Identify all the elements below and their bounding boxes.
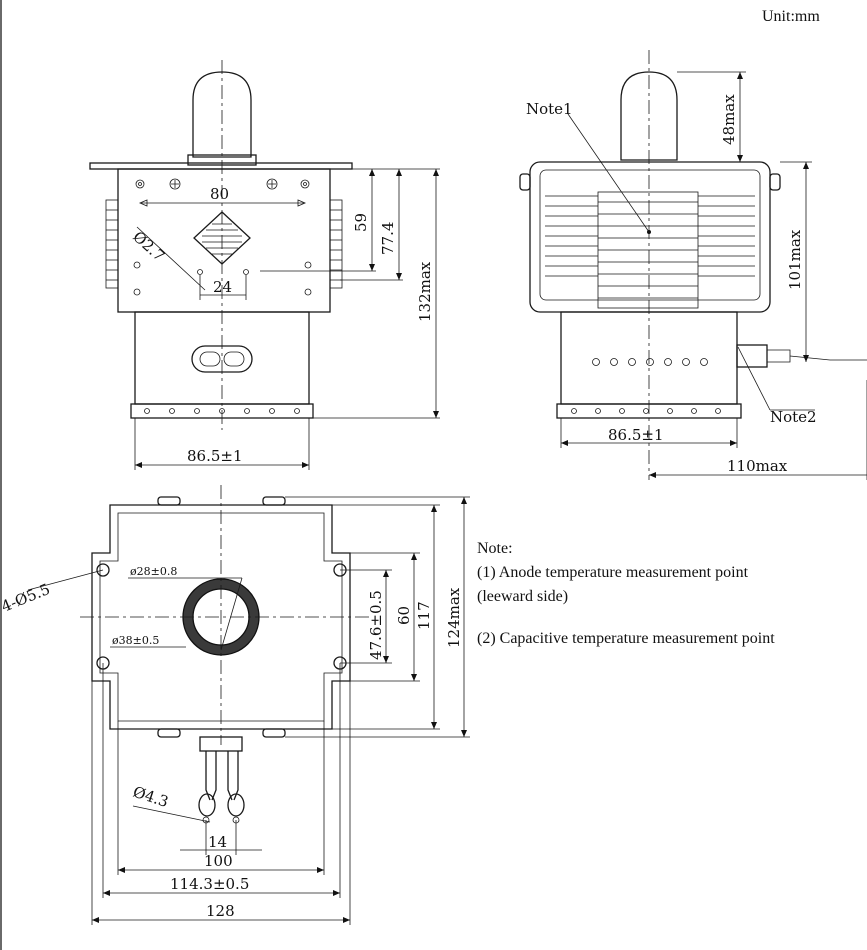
dim-4-phi-5-5: 4-Ø5.5 bbox=[0, 580, 53, 616]
dim-14: 14 bbox=[208, 833, 227, 851]
top-right-view: Note1 Note2 48max 101max 86.5±1 110max bbox=[519, 50, 867, 480]
fin-housing bbox=[529, 161, 771, 313]
dim-100: 100 bbox=[204, 852, 233, 870]
note-line-2: (leeward side) bbox=[477, 588, 568, 605]
dim-77-4: 77.4 bbox=[379, 222, 397, 255]
dim-48max: 48max bbox=[720, 94, 738, 145]
dim-128: 128 bbox=[206, 902, 235, 920]
dim-101max: 101max bbox=[786, 229, 804, 290]
terminal-block bbox=[199, 736, 243, 752]
note-line-1: (1) Anode temperature measurement point bbox=[477, 564, 749, 581]
dim-132max: 132max bbox=[416, 261, 434, 322]
top-flange bbox=[89, 162, 353, 170]
dim-110max: 110max bbox=[727, 457, 788, 475]
left-fins bbox=[105, 199, 119, 289]
dim-80: 80 bbox=[210, 185, 229, 203]
note2-label: Note2 bbox=[770, 408, 817, 426]
right-fins bbox=[329, 199, 343, 289]
dim-114-3: 114.3±0.5 bbox=[170, 875, 249, 893]
dim-86-5-left: 86.5±1 bbox=[187, 447, 243, 465]
bottom-view: 4-Ø5.5 ø28±0.8 ø38±0.5 47.6±0.5 60 117 1… bbox=[0, 485, 470, 925]
top-left-view: 80 Ø2.7 24 59 77.4 132max 86.5±1 bbox=[89, 60, 440, 470]
note1-label: Note1 bbox=[526, 100, 573, 118]
notes-block: Note: (1) Anode temperature measurement … bbox=[477, 540, 775, 647]
dim-86-5-right: 86.5±1 bbox=[608, 426, 664, 444]
unit-label: Unit:mm bbox=[762, 8, 820, 25]
note-line-3: (2) Capacitive temperature measurement p… bbox=[477, 630, 775, 647]
dim-124max: 124max bbox=[445, 587, 463, 648]
dim-59: 59 bbox=[352, 213, 370, 232]
dim-47-6: 47.6±0.5 bbox=[367, 590, 385, 660]
notes-heading: Note: bbox=[477, 540, 513, 557]
dim-phi-38: ø38±0.5 bbox=[112, 634, 159, 647]
dim-60: 60 bbox=[395, 606, 413, 625]
dim-phi-28: ø28±0.8 bbox=[130, 565, 177, 578]
dim-phi-2-7: Ø2.7 bbox=[129, 228, 168, 266]
dim-117: 117 bbox=[415, 601, 433, 630]
dim-24: 24 bbox=[213, 278, 232, 296]
antenna-dome-right bbox=[620, 71, 678, 161]
